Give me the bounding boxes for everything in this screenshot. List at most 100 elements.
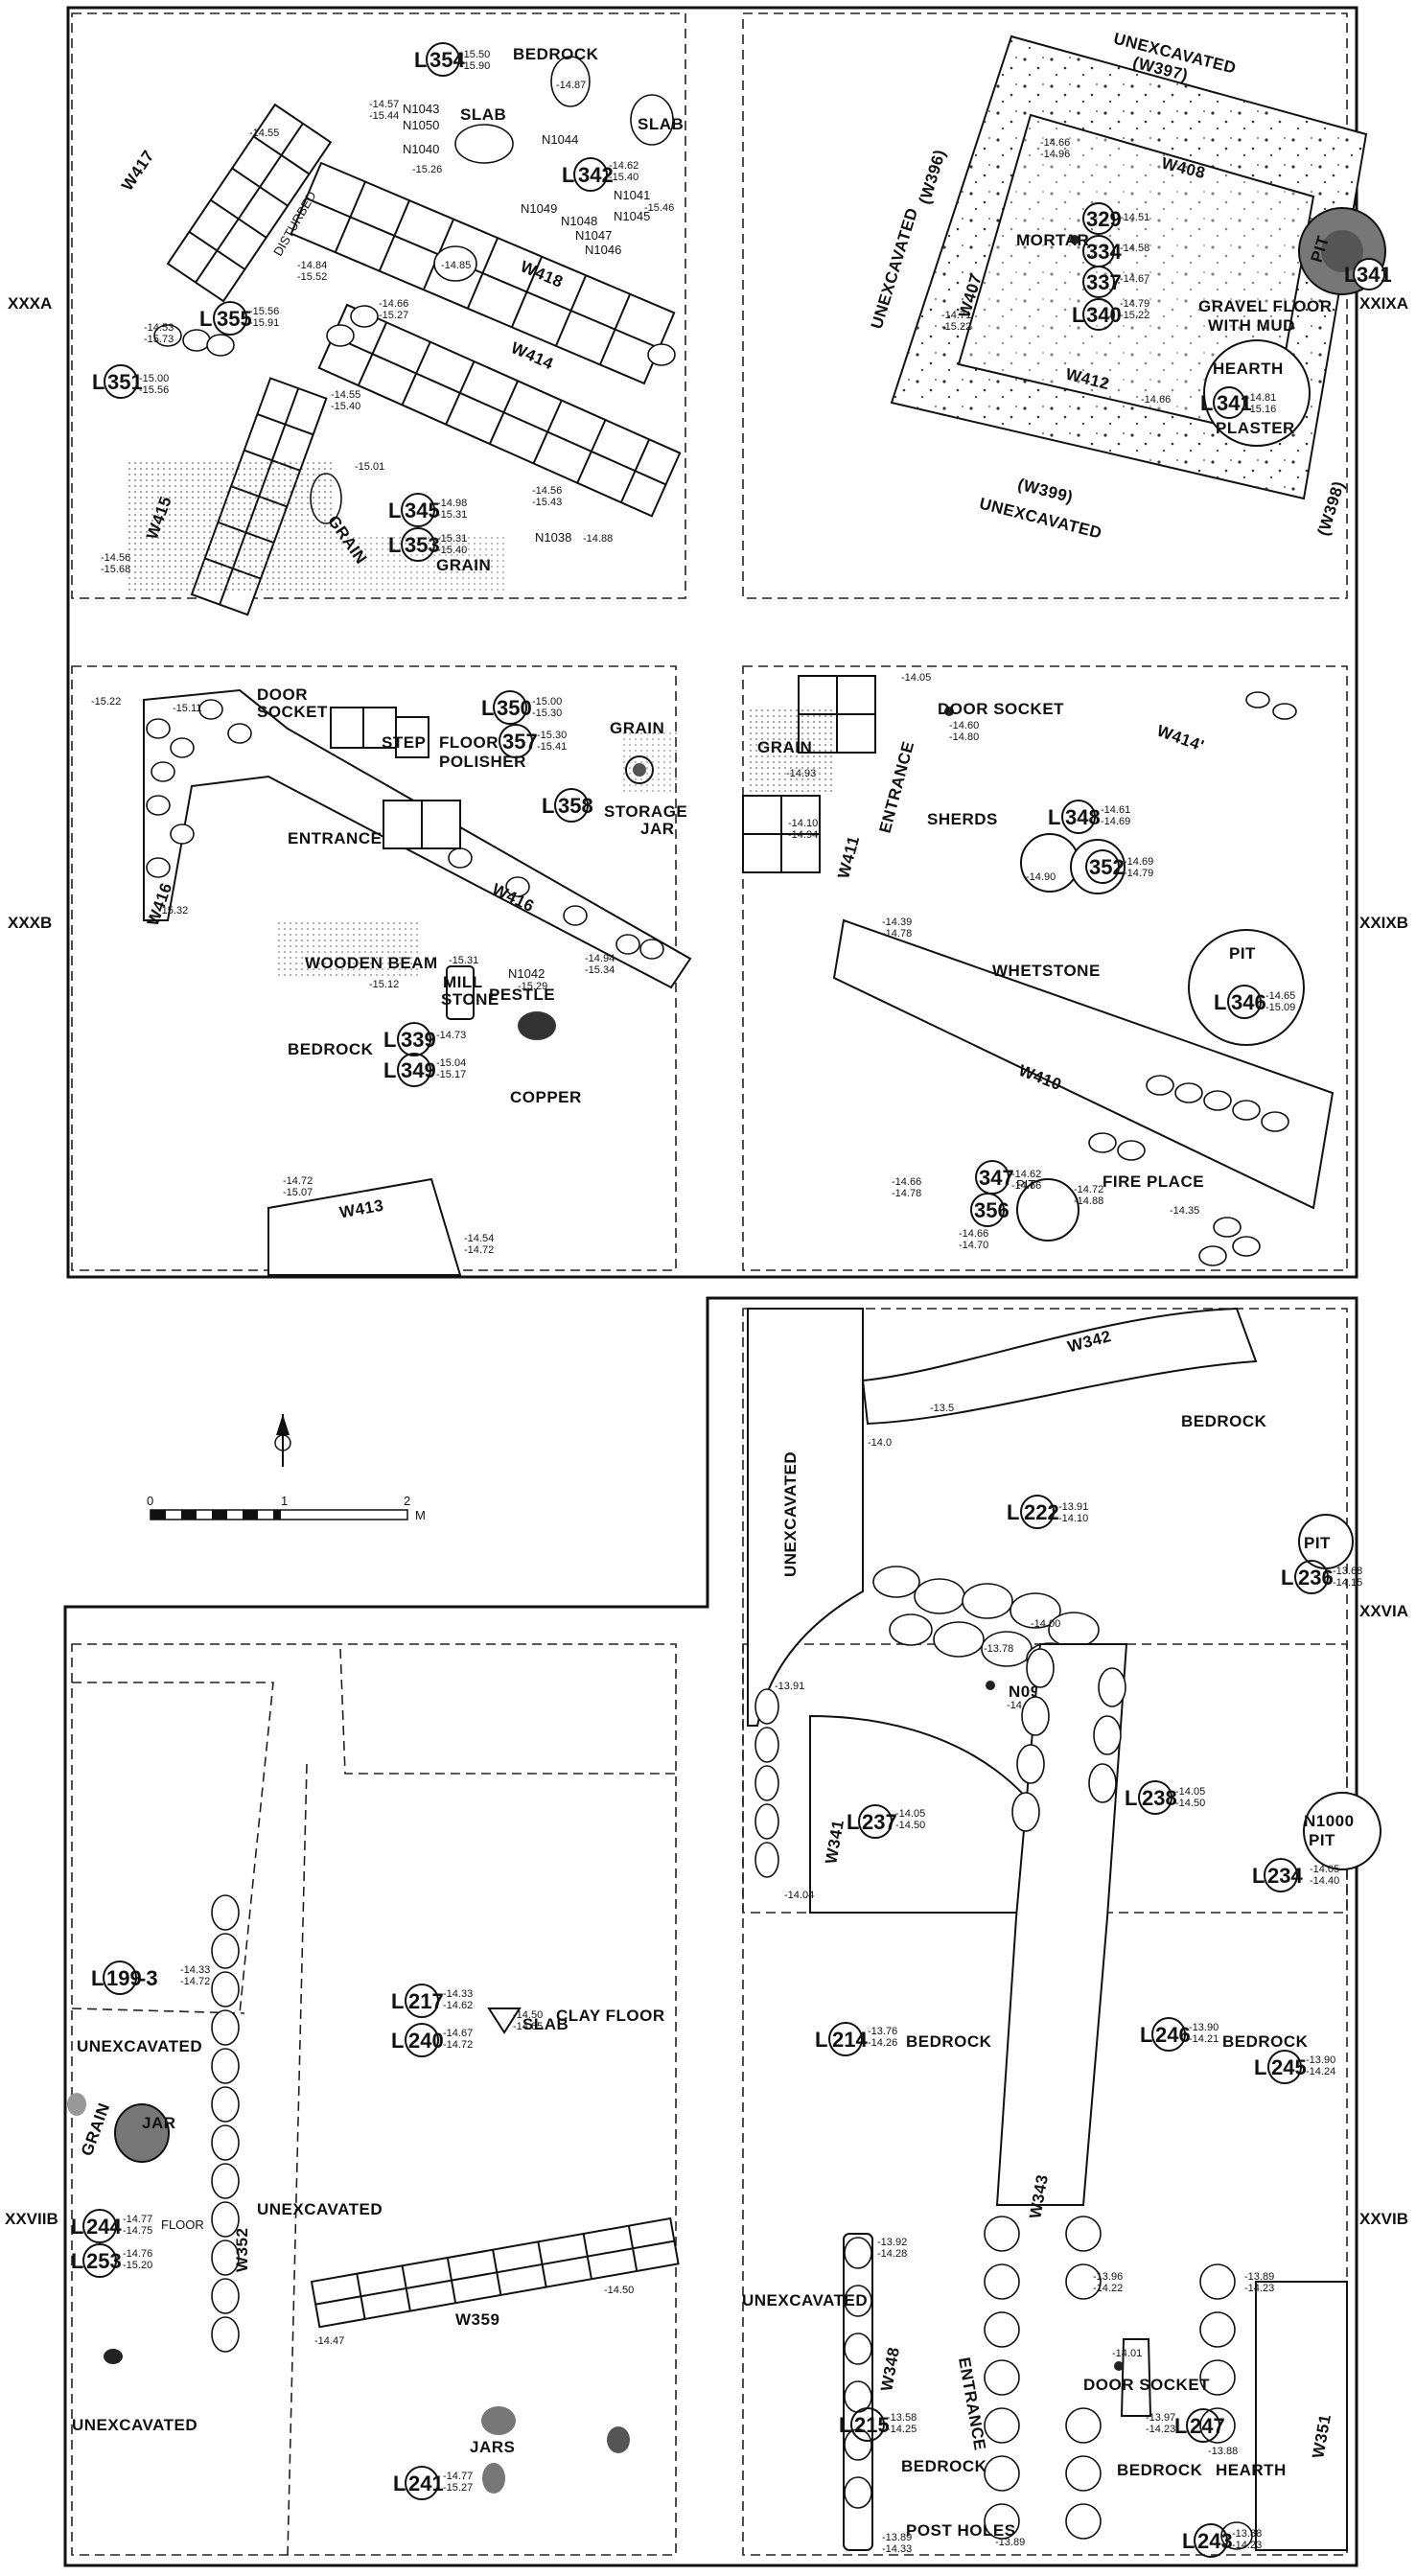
svg-text:-14.66: -14.66: [892, 1176, 921, 1188]
svg-text:-14.75: -14.75: [123, 2225, 152, 2237]
svg-text:-14.66: -14.66: [379, 298, 408, 310]
svg-text:347: 347: [979, 1166, 1014, 1190]
svg-text:-13.89: -13.89: [882, 2532, 912, 2543]
svg-text:222: 222: [1024, 1500, 1059, 1524]
svg-text:-14.00: -14.00: [1031, 1618, 1060, 1630]
svg-text:L: L: [1007, 1500, 1019, 1524]
svg-text:-14.56: -14.56: [532, 485, 562, 497]
svg-text:238: 238: [1142, 1786, 1177, 1810]
svg-text:-15.31: -15.31: [437, 533, 467, 545]
svg-text:217: 217: [408, 1989, 444, 2013]
step-bricks: [330, 707, 461, 849]
svg-text:-14.81: -14.81: [1246, 392, 1276, 404]
svg-text:-14.04: -14.04: [784, 1890, 814, 1901]
svg-text:-14.10: -14.10: [788, 818, 818, 829]
svg-text:-15.31: -15.31: [437, 509, 467, 521]
svg-text:-14.60: -14.60: [949, 720, 979, 731]
bedrock-label-3: BEDROCK: [1181, 1412, 1267, 1430]
svg-text:-14.10: -14.10: [1058, 1513, 1088, 1524]
svg-text:-15.29: -15.29: [518, 981, 547, 992]
svg-text:241: 241: [408, 2472, 444, 2495]
slab-label-1: SLAB: [460, 105, 506, 124]
svg-text:-14.50: -14.50: [895, 1820, 925, 1831]
svg-text:-15.50: -15.50: [460, 49, 490, 60]
svg-text:-13.88: -13.88: [1208, 2446, 1238, 2457]
scale-zero: 0: [147, 1494, 153, 1508]
locus-356: 356: [970, 1193, 1010, 1227]
svg-text:-14.79: -14.79: [1124, 868, 1153, 879]
svg-text:-15.44: -15.44: [369, 110, 399, 122]
svg-text:L: L: [391, 1989, 404, 2013]
svg-text:-14.69: -14.69: [1124, 856, 1153, 868]
svg-text:-14.67: -14.67: [1120, 273, 1149, 285]
square-label-xxxa: XXXA: [8, 294, 52, 313]
bedrock-label-6: BEDROCK: [901, 2457, 987, 2475]
svg-text:-15.27: -15.27: [443, 2482, 473, 2494]
svg-text:340: 340: [1086, 303, 1122, 327]
upper-frame: [66, 6, 1358, 1279]
svg-text:-14.87: -14.87: [556, 80, 586, 91]
svg-text:-13.96: -13.96: [1093, 2271, 1123, 2283]
sherds-label: SHERDS: [927, 810, 998, 828]
svg-text:-14.85: -14.85: [441, 260, 471, 271]
svg-text:-3: -3: [139, 1966, 158, 1990]
svg-text:-15.11: -15.11: [173, 703, 201, 714]
grain-label-4: GRAIN: [757, 738, 812, 756]
svg-text:-14.84: -14.84: [297, 260, 327, 271]
square-label-xxixa: XXIXA: [1359, 294, 1408, 313]
door-socket-label-3: DOOR SOCKET: [938, 700, 1064, 718]
svg-text:-15.56: -15.56: [249, 306, 279, 317]
svg-text:-14.77: -14.77: [123, 2214, 152, 2225]
svg-text:-14.24: -14.24: [1306, 2066, 1335, 2077]
scale-two: 2: [404, 1494, 410, 1508]
svg-text:-15.34: -15.34: [585, 964, 615, 976]
svg-text:-14.47: -14.47: [314, 2335, 344, 2347]
svg-text:-13.92: -13.92: [877, 2237, 907, 2248]
svg-text:-14.61: -14.61: [1101, 804, 1130, 816]
clay-floor-label: CLAY FLOOR: [556, 2007, 665, 2025]
svg-text:-13.68: -13.68: [1333, 1566, 1362, 1577]
locus-352: 352: [1085, 849, 1125, 884]
svg-text:-15.12: -15.12: [369, 979, 399, 990]
svg-text:L: L: [1252, 1864, 1265, 1888]
svg-text:-14.55: -14.55: [249, 128, 279, 139]
pit-label-5: PIT: [1309, 1831, 1335, 1849]
svg-text:-14.94: -14.94: [788, 829, 818, 841]
svg-text:-14.94: -14.94: [585, 953, 615, 964]
mortar-label: MORTAR: [1016, 231, 1089, 249]
svg-text:-14.66: -14.66: [1040, 137, 1070, 149]
gravel-floor-label-2: WITH MUD: [1208, 316, 1295, 335]
svg-text:-14.78: -14.78: [882, 928, 912, 940]
jar-label-1: JAR: [142, 2114, 176, 2132]
svg-text:-15.30: -15.30: [537, 730, 567, 741]
svg-text:-15.40: -15.40: [609, 172, 638, 183]
svg-text:-14.90: -14.90: [1026, 871, 1056, 883]
floor-label: FLOOR: [439, 733, 499, 752]
svg-text:L: L: [562, 163, 574, 187]
svg-text:355: 355: [217, 307, 252, 331]
svg-text:-14.35: -14.35: [1170, 1205, 1199, 1217]
svg-text:-14.54: -14.54: [464, 1233, 494, 1244]
square-xxxa: W417 W418 W414 W415 BEDROCK SLAB SLAB DI…: [92, 42, 684, 616]
svg-text:-15.91: -15.91: [249, 317, 279, 329]
door-socket-label-2: SOCKET: [257, 703, 328, 721]
svg-text:L: L: [391, 2029, 404, 2053]
svg-text:-14.15: -14.15: [1333, 1577, 1362, 1589]
svg-text:334: 334: [1086, 240, 1122, 264]
unexcavated-label-c3: UNEXCAVATED: [72, 2416, 197, 2434]
